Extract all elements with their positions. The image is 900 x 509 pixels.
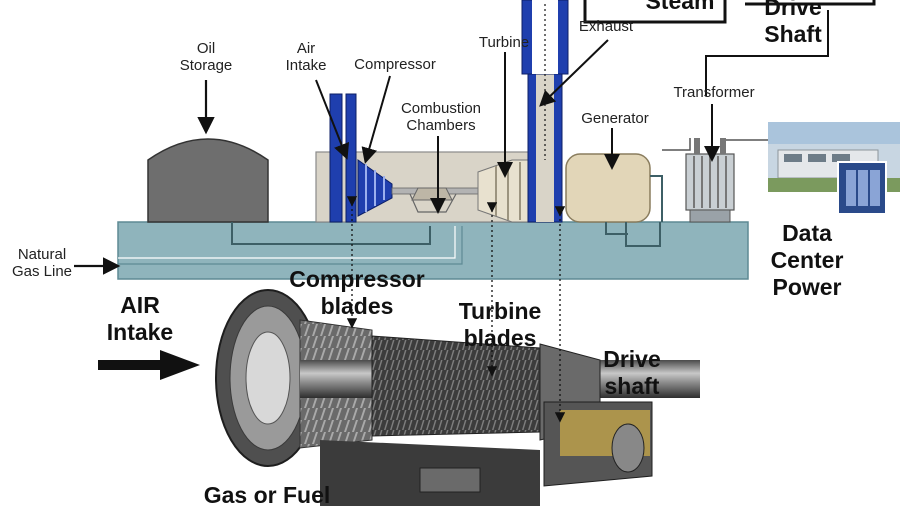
label-natural-gas-line: Natural Gas Line (11, 246, 73, 280)
label-arrows (74, 39, 720, 275)
air-intake-arrow (98, 350, 200, 380)
label-drive-shaft-top: Drive Shaft (764, 0, 822, 47)
label-exhaust: Exhaust (578, 18, 634, 35)
turbine-housing (315, 93, 561, 223)
exhaust-stack (521, 0, 569, 223)
label-gas-or-fuel: Gas or Fuel (203, 482, 331, 508)
label-air-intake-small: Air Intake (285, 40, 327, 74)
label-turbine: Turbine (478, 34, 530, 51)
label-air-intake-big: AIR Intake (106, 292, 174, 345)
label-steam: Steam (645, 0, 715, 14)
label-transformer: Transformer (673, 84, 755, 101)
guide-lines (346, 196, 566, 423)
data-center-photo (768, 122, 900, 215)
drive-shaft-connector (705, 0, 876, 96)
transformer (662, 138, 768, 223)
label-generator: Generator (581, 110, 649, 127)
label-data-center-power: Data Center Power (770, 220, 844, 300)
foundation-slab (117, 221, 749, 280)
label-compressor: Compressor (354, 56, 436, 73)
label-combustion-chambers: Combustion Chambers (400, 100, 482, 134)
label-drive-shaft-bottom: Drive shaft (603, 346, 661, 399)
label-oil-storage: Oil Storage (179, 40, 233, 74)
oil-storage-tank (147, 138, 431, 245)
label-compressor-blades: Compressor blades (289, 266, 425, 319)
steam-box (583, 0, 727, 24)
label-turbine-blades: Turbine blades (458, 298, 542, 351)
